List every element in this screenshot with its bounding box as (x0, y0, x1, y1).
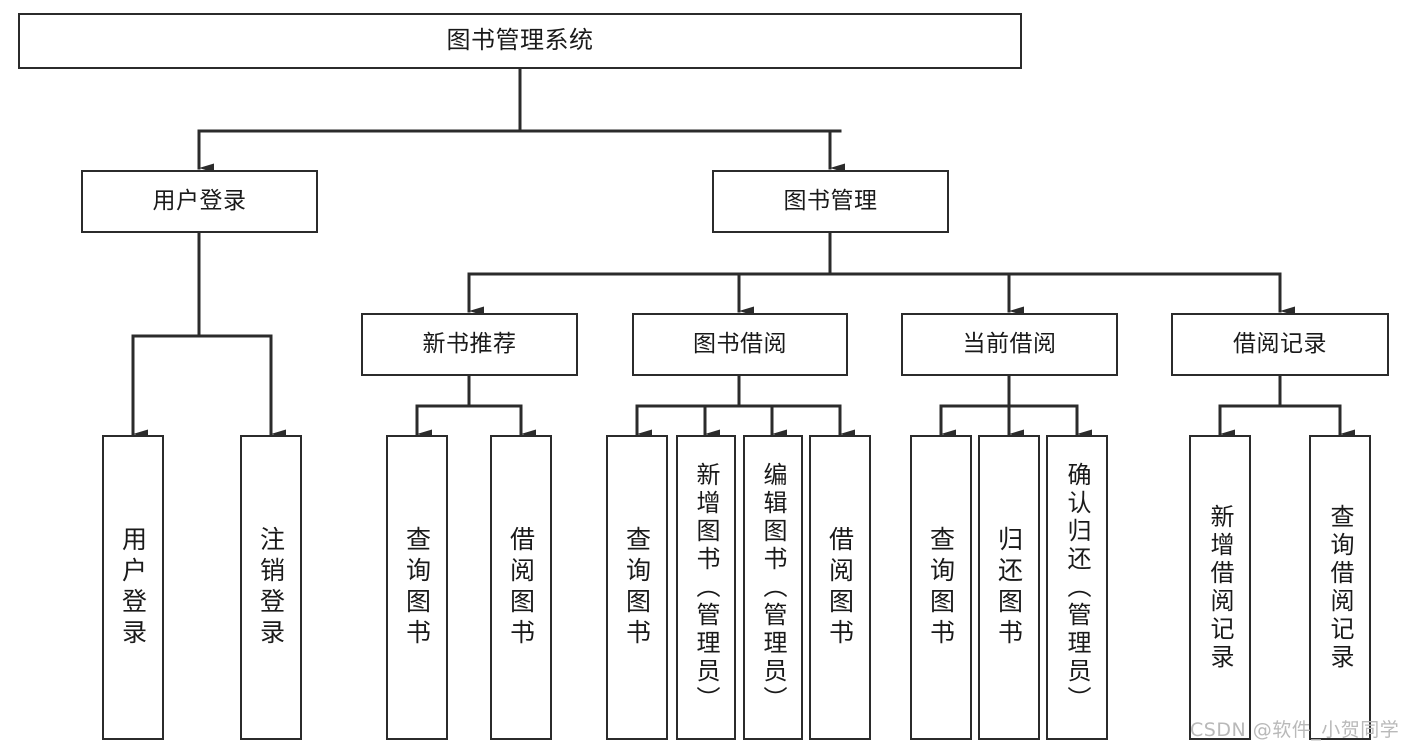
leaf-br-query-record[interactable]: 查询借阅记录 (1309, 435, 1371, 740)
leaf-logout-label: 注销登录 (256, 525, 286, 650)
leaf-nb-borrow-book[interactable]: 借阅图书 (490, 435, 552, 740)
node-new-book-recommend-label: 新书推荐 (422, 331, 517, 358)
node-book-management[interactable]: 图书管理 (712, 170, 949, 233)
leaf-user-login[interactable]: 用户登录 (102, 435, 164, 740)
leaf-cb-confirm-return-admin-label: 确认归还（管理员） (1063, 461, 1091, 714)
node-borrow-record-label: 借阅记录 (1233, 331, 1327, 358)
leaf-br-query-record-label: 查询借阅记录 (1326, 503, 1354, 672)
watermark: CSDN @软件_小贺同学 (1190, 719, 1400, 741)
node-user-login-label: 用户登录 (152, 188, 247, 215)
leaf-nb-query-book-label: 查询图书 (402, 525, 432, 650)
node-book-borrow[interactable]: 图书借阅 (632, 313, 848, 376)
leaf-cb-confirm-return-admin[interactable]: 确认归还（管理员） (1046, 435, 1108, 740)
node-current-borrow-label: 当前借阅 (962, 331, 1057, 358)
leaf-cb-query-book[interactable]: 查询图书 (910, 435, 972, 740)
leaf-bb-edit-book-admin[interactable]: 编辑图书（管理员） (743, 435, 803, 740)
node-borrow-record[interactable]: 借阅记录 (1171, 313, 1389, 376)
leaf-bb-edit-book-admin-label: 编辑图书（管理员） (759, 461, 787, 714)
leaf-br-add-record-label: 新增借阅记录 (1206, 503, 1234, 672)
leaf-nb-query-book[interactable]: 查询图书 (386, 435, 448, 740)
node-book-management-label: 图书管理 (783, 188, 878, 215)
leaf-logout[interactable]: 注销登录 (240, 435, 302, 740)
node-root[interactable]: 图书管理系统 (18, 13, 1022, 69)
leaf-br-add-record[interactable]: 新增借阅记录 (1189, 435, 1251, 740)
leaf-nb-borrow-book-label: 借阅图书 (506, 525, 536, 650)
node-new-book-recommend[interactable]: 新书推荐 (361, 313, 578, 376)
leaf-bb-borrow-book-label: 借阅图书 (825, 525, 855, 650)
leaf-cb-query-book-label: 查询图书 (926, 525, 956, 650)
leaf-bb-query-book-label: 查询图书 (622, 525, 652, 650)
node-book-borrow-label: 图书借阅 (693, 331, 787, 358)
leaf-cb-return-book-label: 归还图书 (994, 525, 1024, 650)
node-root-label: 图书管理系统 (446, 26, 594, 55)
leaf-bb-add-book-admin-label: 新增图书（管理员） (692, 461, 720, 714)
leaf-bb-query-book[interactable]: 查询图书 (606, 435, 668, 740)
leaf-bb-borrow-book[interactable]: 借阅图书 (809, 435, 871, 740)
node-user-login[interactable]: 用户登录 (81, 170, 318, 233)
leaf-cb-return-book[interactable]: 归还图书 (978, 435, 1040, 740)
leaf-bb-add-book-admin[interactable]: 新增图书（管理员） (676, 435, 736, 740)
node-current-borrow[interactable]: 当前借阅 (901, 313, 1118, 376)
leaf-user-login-label: 用户登录 (118, 525, 148, 650)
